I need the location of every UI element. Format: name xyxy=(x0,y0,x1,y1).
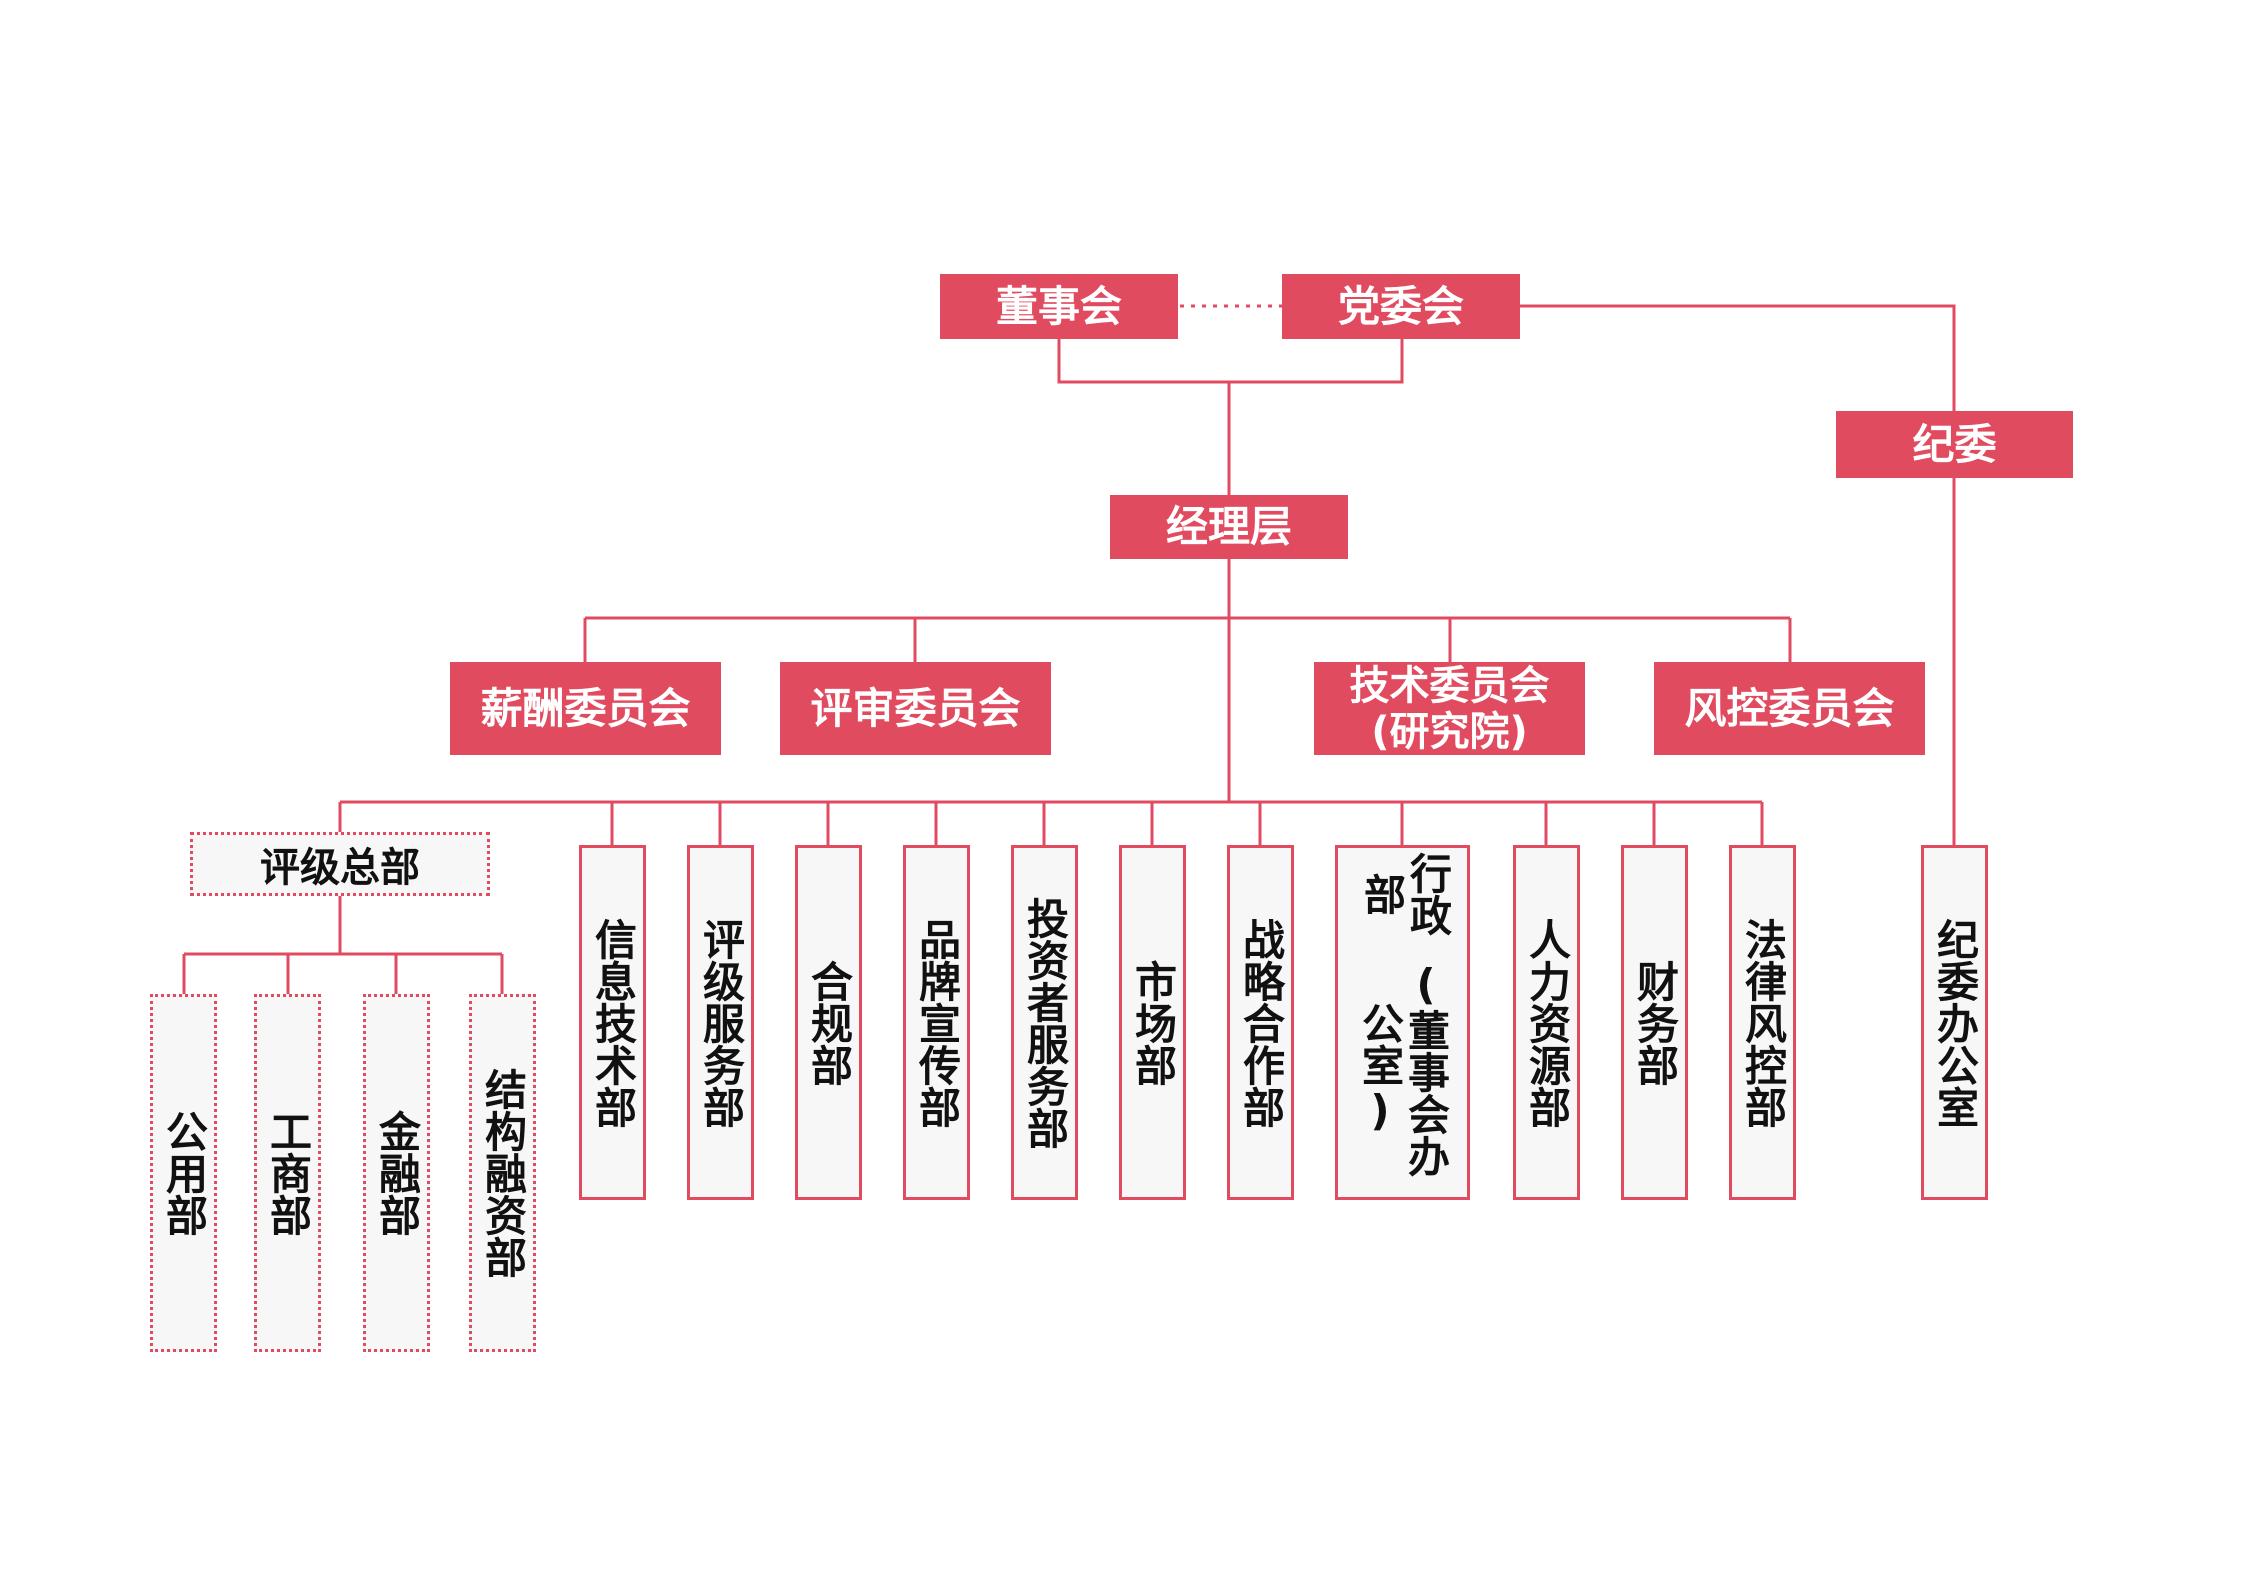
board-box: 董事会 xyxy=(940,274,1178,339)
financial-dept-box: 金融部 xyxy=(363,994,430,1352)
investor-service-dept-label: 投资者服务部 xyxy=(1020,896,1070,1149)
review-committee-box: 评审委员会 xyxy=(780,662,1051,755)
structured-finance-dept-label: 结构融资部 xyxy=(478,1068,528,1278)
financial-dept-label: 金融部 xyxy=(372,1110,422,1236)
brand-dept-box: 品牌宣传部 xyxy=(903,845,970,1200)
commerce-dept-box: 工商部 xyxy=(254,994,321,1352)
structured-finance-dept-box: 结构融资部 xyxy=(469,994,536,1352)
discipline-office-label: 纪委办公室 xyxy=(1930,917,1980,1128)
hr-dept-label: 人力资源部 xyxy=(1522,917,1572,1128)
hr-dept-box: 人力资源部 xyxy=(1513,845,1580,1200)
management-box: 经理层 xyxy=(1110,495,1348,559)
it-dept-box: 信息技术部 xyxy=(579,845,646,1200)
tech-committee-label: 技术委员会 xyxy=(1349,662,1550,709)
it-dept-label: 信息技术部 xyxy=(588,917,638,1128)
party-discipline-line xyxy=(1520,304,1956,411)
compliance-dept-box: 合规部 xyxy=(795,845,862,1200)
discipline-office-box: 纪委办公室 xyxy=(1921,845,1988,1200)
finance-dept-label: 财务部 xyxy=(1630,959,1680,1086)
party-committee-label: 党委会 xyxy=(1337,281,1464,331)
discipline-committee-label: 纪委 xyxy=(1912,419,1997,469)
market-dept-box: 市场部 xyxy=(1119,845,1186,1200)
board-label: 董事会 xyxy=(995,281,1122,331)
party-committee-box: 党委会 xyxy=(1282,274,1520,339)
risk-committee-box: 风控委员会 xyxy=(1654,662,1925,755)
discipline-committee-box: 纪委 xyxy=(1836,411,2073,478)
risk-committee-label: 风控委员会 xyxy=(1684,683,1895,733)
board-party-join xyxy=(1057,339,1404,384)
finance-dept-box: 财务部 xyxy=(1621,845,1688,1200)
research-institute-label: (研究院) xyxy=(1371,708,1528,755)
rating-hq-box: 评级总部 xyxy=(190,832,490,896)
rating-service-dept-box: 评级服务部 xyxy=(687,845,754,1200)
public-dept-box: 公用部 xyxy=(150,994,217,1352)
admin-dept-label: 行政部 xyxy=(1357,852,1453,937)
investor-service-dept-box: 投资者服务部 xyxy=(1011,845,1078,1200)
commerce-dept-label: 工商部 xyxy=(263,1110,313,1236)
salary-committee-box: 薪酬委员会 xyxy=(450,662,721,755)
board-office-label: (董事会办公室) xyxy=(1355,960,1451,1178)
review-committee-label: 评审委员会 xyxy=(810,683,1021,733)
management-label: 经理层 xyxy=(1165,502,1292,551)
rating-service-dept-label: 评级服务部 xyxy=(696,917,746,1128)
legal-risk-dept-box: 法律风控部 xyxy=(1729,845,1796,1200)
salary-committee-label: 薪酬委员会 xyxy=(480,683,691,733)
market-dept-label: 市场部 xyxy=(1128,959,1178,1086)
admin-dept-box: 行政部 (董事会办公室) xyxy=(1335,845,1470,1200)
rating-hq-label: 评级总部 xyxy=(260,845,420,891)
brand-dept-label: 品牌宣传部 xyxy=(912,917,962,1128)
compliance-dept-label: 合规部 xyxy=(804,959,854,1086)
legal-risk-dept-label: 法律风控部 xyxy=(1738,917,1788,1128)
tech-committee-box: 技术委员会 (研究院) xyxy=(1314,662,1585,755)
strategy-dept-label: 战略合作部 xyxy=(1236,917,1286,1128)
strategy-dept-box: 战略合作部 xyxy=(1227,845,1294,1200)
public-dept-label: 公用部 xyxy=(159,1110,209,1236)
